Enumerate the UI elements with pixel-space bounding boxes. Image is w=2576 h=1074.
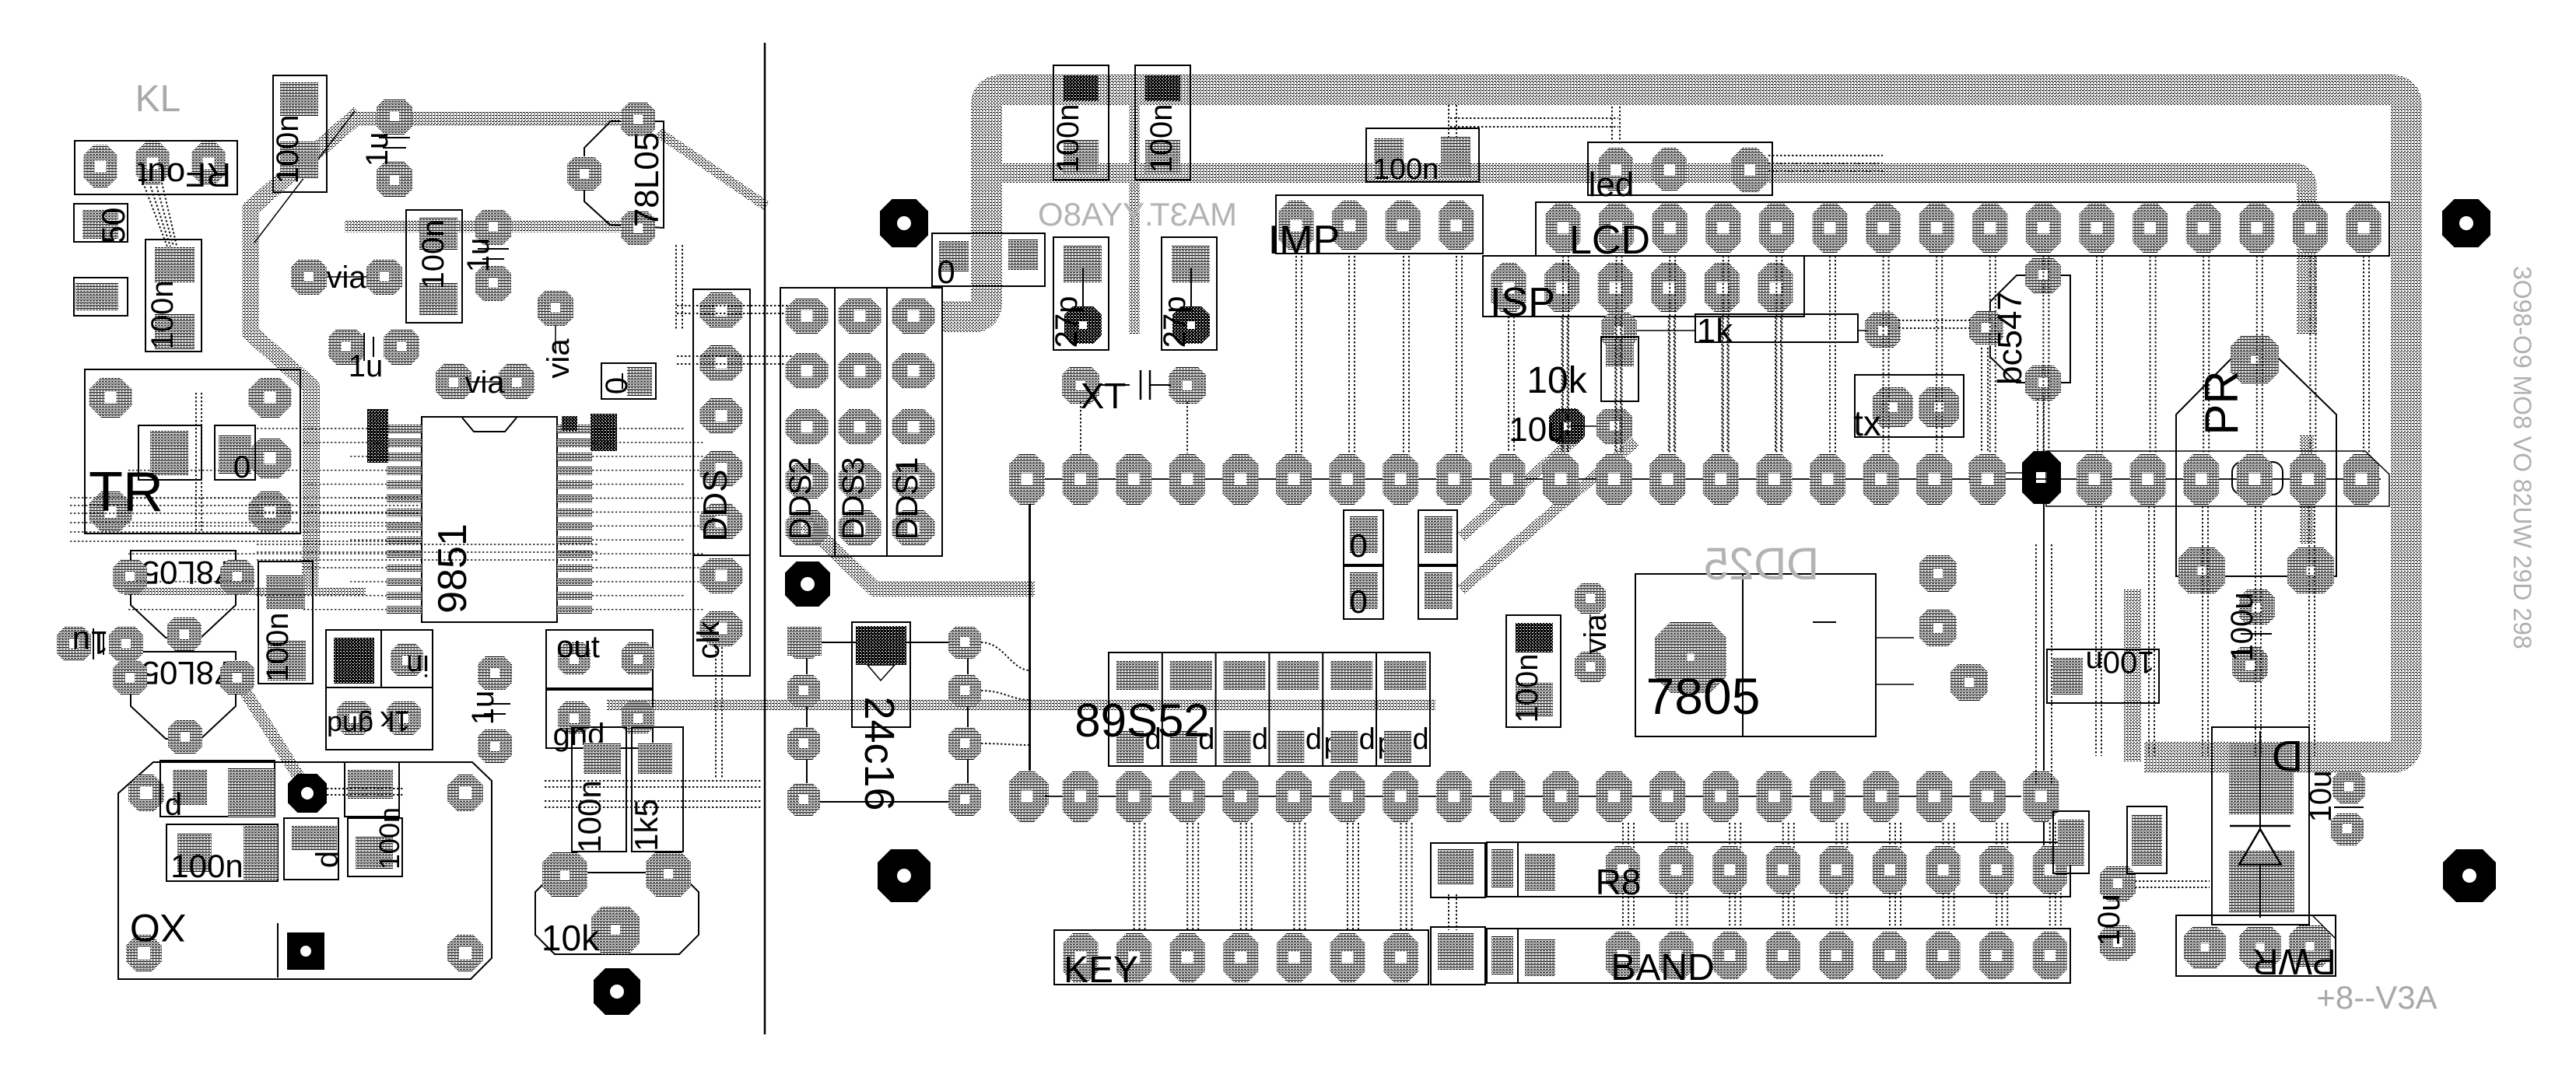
svg-text:clk: clk <box>692 621 726 659</box>
svg-text:100n: 100n <box>373 807 405 869</box>
svg-text:+8--V3A: +8--V3A <box>2316 979 2437 1016</box>
svg-text:in: in <box>406 649 429 681</box>
svg-text:89S52: 89S52 <box>1074 694 1210 747</box>
svg-text:100n: 100n <box>1373 153 1439 186</box>
svg-text:10u: 10u <box>1509 411 1565 449</box>
svg-text:p: p <box>1144 726 1161 759</box>
svg-text:DDS3: DDS3 <box>836 457 871 540</box>
svg-text:100n: 100n <box>1144 104 1179 173</box>
svg-text:R8: R8 <box>1596 862 1642 902</box>
svg-text:0: 0 <box>233 450 251 485</box>
svg-text:0: 0 <box>1349 583 1367 620</box>
svg-text:100n: 100n <box>1510 654 1544 723</box>
svg-text:1u: 1u <box>349 349 384 383</box>
svg-text:IMP: IMP <box>1268 218 1340 263</box>
svg-text:50: 50 <box>95 208 131 244</box>
svg-text:0: 0 <box>937 254 955 290</box>
svg-text:DD25: DD25 <box>1704 539 1819 589</box>
svg-text:1u: 1u <box>72 624 109 661</box>
svg-text:PR: PR <box>2196 370 2248 435</box>
svg-text:ISP: ISP <box>1490 280 1555 325</box>
svg-text:p: p <box>1252 726 1268 759</box>
svg-text:d: d <box>310 851 345 868</box>
svg-text:10k: 10k <box>1526 360 1587 401</box>
svg-text:XO: XO <box>130 906 186 950</box>
svg-text:1u: 1u <box>461 238 496 273</box>
svg-text:100n: 100n <box>261 613 295 682</box>
svg-text:MA3T.YYA8O: MA3T.YYA8O <box>1038 196 1237 233</box>
svg-text:100n: 100n <box>145 281 180 350</box>
svg-text:100n: 100n <box>1051 104 1085 173</box>
svg-text:via: via <box>326 261 366 295</box>
svg-text:1k: 1k <box>380 705 410 737</box>
svg-text:d: d <box>165 788 182 822</box>
svg-text:BAND: BAND <box>1610 947 1714 988</box>
svg-text:p: p <box>1198 726 1214 759</box>
svg-text:p: p <box>1306 726 1322 759</box>
svg-text:via: via <box>1579 614 1613 654</box>
svg-text:10u: 10u <box>2304 771 2338 823</box>
svg-text:gnd: gnd <box>327 710 373 742</box>
svg-text:0: 0 <box>1349 527 1367 564</box>
svg-text:via: via <box>464 366 505 400</box>
svg-text:led: led <box>1589 166 1635 204</box>
svg-text:100n: 100n <box>271 115 305 184</box>
svg-text:p: p <box>1359 726 1376 759</box>
svg-text:100n: 100n <box>416 220 450 289</box>
svg-text:100n: 100n <box>2086 645 2155 679</box>
svg-text:0: 0 <box>600 377 634 394</box>
svg-text:100n: 100n <box>170 848 243 884</box>
svg-text:24c16: 24c16 <box>856 696 902 810</box>
svg-text:7805: 7805 <box>1646 667 1761 725</box>
svg-text:10k: 10k <box>541 918 600 958</box>
svg-text:D: D <box>2272 732 2303 781</box>
svg-text:1u: 1u <box>466 691 500 726</box>
svg-text:78L05: 78L05 <box>142 554 233 591</box>
svg-text:100n: 100n <box>571 780 608 852</box>
svg-text:via: via <box>541 338 576 379</box>
svg-text:DDS: DDS <box>696 470 734 542</box>
svg-text:PWR: PWR <box>2252 942 2336 982</box>
svg-text:out: out <box>556 630 600 664</box>
svg-text:27p: 27p <box>1050 296 1084 348</box>
svg-text:p: p <box>1412 726 1428 759</box>
svg-text:bc547: bc547 <box>1991 292 2029 385</box>
svg-text:XT: XT <box>1081 376 1127 416</box>
svg-text:9851: 9851 <box>430 523 475 614</box>
svg-text:DDS1: DDS1 <box>890 457 924 540</box>
svg-text:78L05: 78L05 <box>628 132 666 227</box>
svg-text:100u: 100u <box>2225 593 2259 662</box>
svg-text:KEY: KEY <box>1064 950 1138 991</box>
svg-text:tx: tx <box>1853 403 1881 443</box>
svg-text:27p: 27p <box>1158 296 1192 348</box>
svg-text:3O98-O9 MO8 VO 82UW 29D: 3O98-O9 MO8 VO 82UW 29D 298 <box>2508 266 2536 649</box>
svg-text:RFout: RFout <box>138 156 231 194</box>
svg-text:1u: 1u <box>360 132 394 167</box>
svg-text:10u: 10u <box>2092 894 2126 946</box>
svg-text:KL: KL <box>135 79 181 120</box>
svg-text:78L05: 78L05 <box>142 655 233 691</box>
